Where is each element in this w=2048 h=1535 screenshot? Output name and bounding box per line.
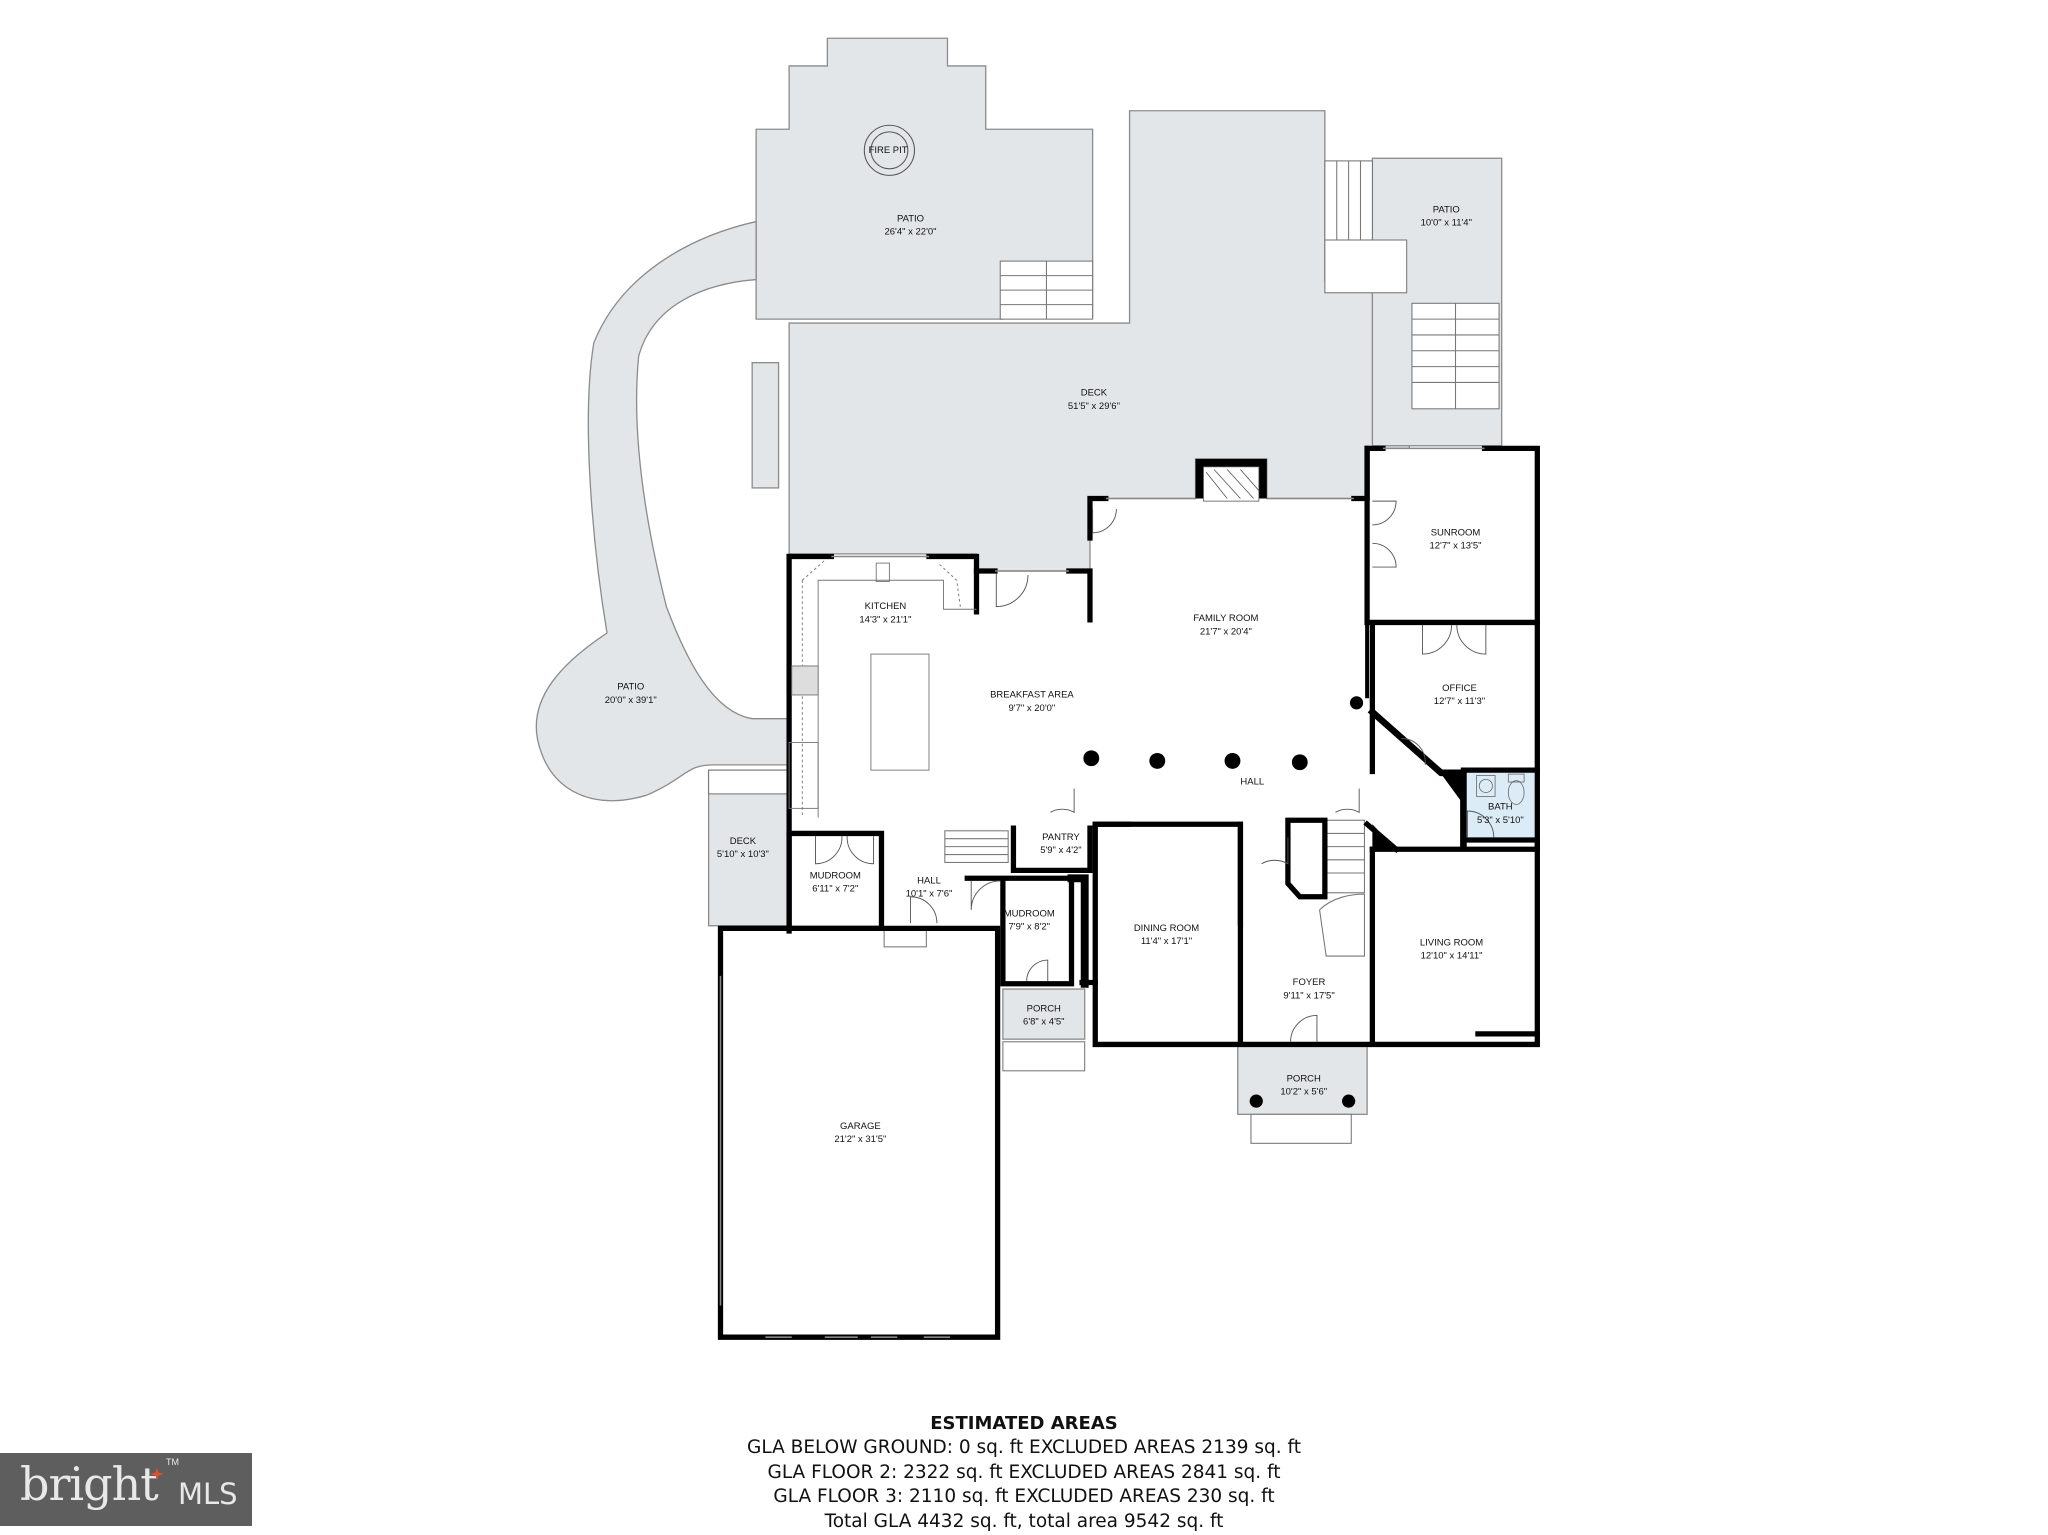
windows [831, 447, 1485, 572]
dims-patio-top: 26'4" x 22'0" [884, 227, 936, 238]
label-bath: BATH [1488, 802, 1513, 813]
pillar-icon [1083, 750, 1100, 767]
dims-sunroom: 12'7" x 13'5" [1429, 541, 1481, 552]
kitchen-island [870, 653, 930, 771]
deck-small-shape [707, 769, 789, 927]
label-fire-pit: FIRE PIT [869, 145, 908, 156]
label-kitchen: KITCHEN [865, 601, 907, 612]
patio-left-shape [535, 220, 790, 802]
dims-living-room: 12'10" x 14'11" [1421, 951, 1483, 962]
dims-family-room: 21'7" x 20'4" [1200, 626, 1252, 637]
area-line-total: Total GLA 4432 sq. ft, total area 9542 s… [824, 1510, 1224, 1532]
pillar-icon [1149, 752, 1166, 769]
label-sunroom: SUNROOM [1431, 527, 1481, 538]
label-family-room: FAMILY ROOM [1193, 613, 1258, 624]
porch-column-icon [1249, 1094, 1263, 1108]
deck-side-steps [751, 361, 780, 489]
door-swings [815, 500, 1495, 1042]
dims-breakfast-area: 9'7" x 20'0" [1009, 703, 1056, 714]
label-living-room: LIVING ROOM [1420, 938, 1483, 949]
dims-deck-main: 51'5" x 29'6" [1068, 401, 1120, 412]
bath-fixtures [1476, 773, 1525, 805]
wall-wedge-2 [1438, 770, 1464, 805]
porch-small-shape [1002, 988, 1086, 1040]
label-patio-top: PATIO [897, 214, 924, 225]
label-pantry: PANTRY [1042, 832, 1080, 843]
hall-pillars [1083, 696, 1364, 1108]
stairs [708, 160, 1500, 1144]
label-deck-small: DECK [730, 836, 757, 847]
label-mudroom-1: MUDROOM [810, 870, 861, 881]
label-garage: GARAGE [840, 1121, 881, 1132]
label-foyer: FOYER [1293, 977, 1326, 988]
star-icon [150, 1467, 164, 1481]
dims-foyer: 9'11" x 17'5" [1283, 990, 1334, 1001]
dims-kitchen: 14'3" x 21'1" [859, 614, 911, 625]
wall-wedge [1372, 824, 1397, 850]
label-patio-right: PATIO [1433, 204, 1460, 215]
label-hall-back: HALL [917, 876, 941, 887]
porch-column-icon [1342, 1094, 1356, 1108]
bath-fill [1463, 771, 1538, 841]
dims-dining-room: 11'4" x 17'1" [1141, 936, 1192, 947]
dims-porch-small: 6'8" x 4'5" [1023, 1017, 1064, 1028]
dims-mudroom-1: 6'11" x 7'2" [812, 883, 858, 894]
area-line-below-ground: GLA BELOW GROUND: 0 sq. ft EXCLUDED AREA… [747, 1437, 1301, 1458]
dims-pantry: 5'9" x 4'2" [1040, 845, 1081, 856]
label-hall-main: HALL [1240, 777, 1264, 788]
estimated-areas: ESTIMATED AREAS GLA BELOW GROUND: 0 sq. … [0, 1412, 2048, 1534]
estimated-areas-title: ESTIMATED AREAS [930, 1413, 1118, 1434]
logo-mls: MLS [178, 1477, 238, 1511]
dims-mudroom-2: 7'9" x 8'2" [1009, 922, 1050, 933]
pillar-icon [1349, 696, 1364, 710]
logo-trademark: TM [166, 1457, 179, 1467]
dims-office: 12'7" x 11'3" [1434, 696, 1485, 707]
label-porch-front: PORCH [1287, 1073, 1321, 1084]
fireplace-icon [1195, 458, 1267, 502]
label-dining-room: DINING ROOM [1134, 923, 1199, 934]
walls [717, 445, 1540, 1340]
label-office: OFFICE [1442, 683, 1477, 694]
garage-windows [719, 975, 951, 1338]
room-labels: FIRE PIT PATIO 26'4" x 22'0" PATIO 10'0"… [605, 145, 1524, 1145]
label-patio-left: PATIO [617, 682, 644, 693]
dims-hall-back: 10'1" x 7'6" [906, 889, 953, 900]
label-breakfast-area: BREAKFAST AREA [990, 690, 1074, 701]
bright-mls-logo: bright TM MLS [0, 1453, 252, 1526]
pillar-icon [1291, 754, 1308, 771]
dims-patio-right: 10'0" x 11'4" [1421, 218, 1472, 229]
fire-pit-icon [863, 124, 916, 176]
label-deck-main: DECK [1081, 388, 1108, 399]
dims-bath: 5'3" x 5'10" [1477, 815, 1524, 826]
dims-garage: 21'2" x 31'5" [834, 1134, 886, 1145]
label-mudroom-2: MUDROOM [1004, 909, 1055, 920]
dims-porch-front: 10'2" x 5'6" [1280, 1087, 1327, 1098]
dims-patio-left: 20'0" x 39'1" [605, 695, 657, 706]
pillar-icon [1224, 752, 1241, 769]
logo-wordmark: bright [20, 1457, 159, 1511]
area-line-floor-3: GLA FLOOR 3: 2110 sq. ft EXCLUDED AREAS … [773, 1486, 1275, 1507]
label-porch-small: PORCH [1027, 1003, 1061, 1014]
dims-deck-small: 5'10" x 10'3" [717, 849, 769, 860]
kitchen-features [788, 560, 977, 818]
area-line-floor-2: GLA FLOOR 2: 2322 sq. ft EXCLUDED AREAS … [767, 1461, 1281, 1483]
